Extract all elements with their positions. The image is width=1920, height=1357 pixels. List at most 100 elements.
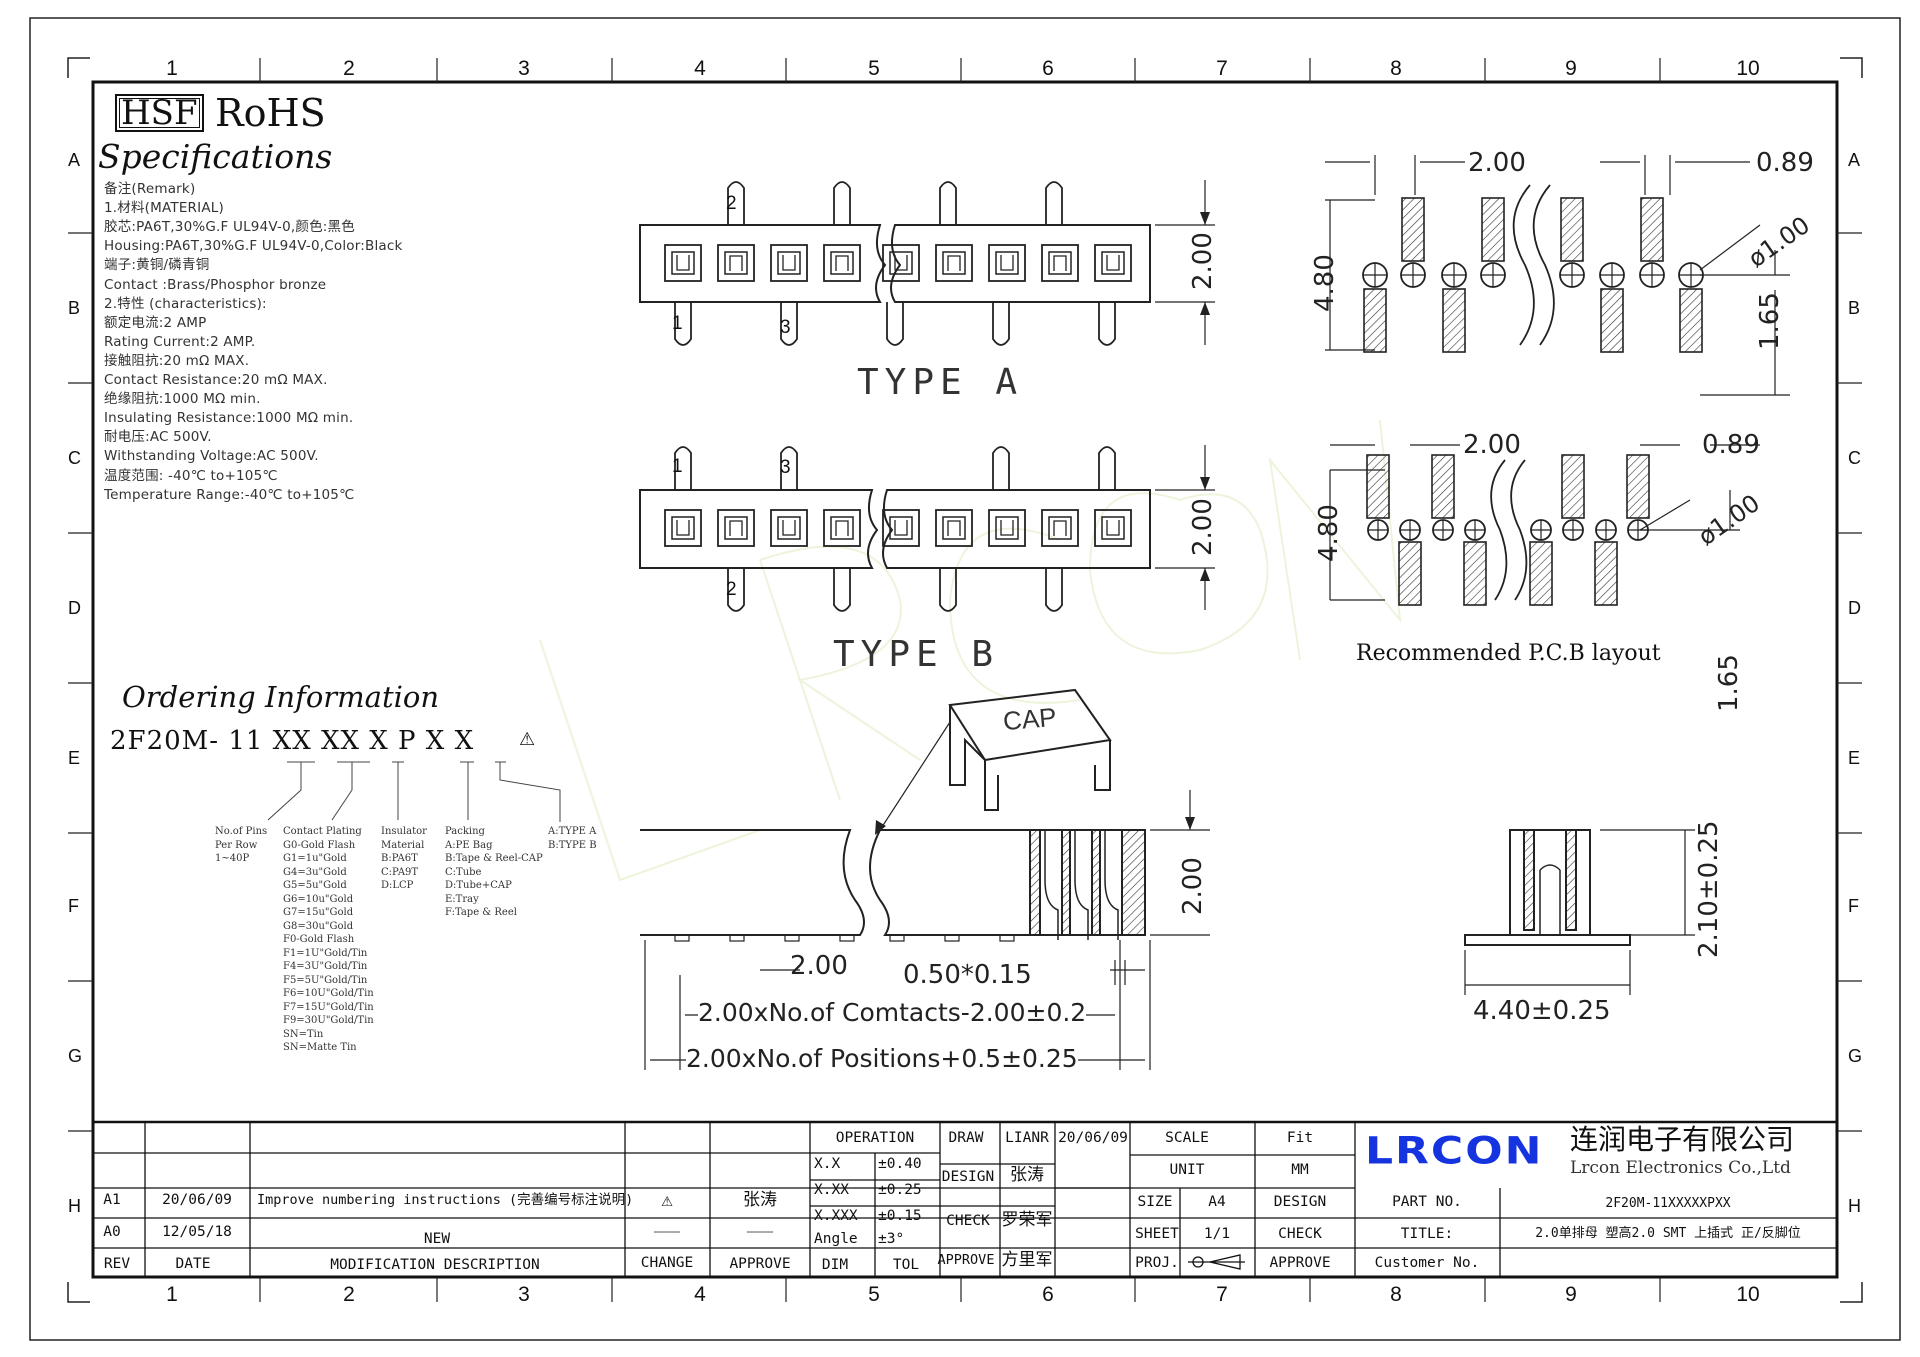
remark-line: Housing:PA6T,30%G.F UL94V-0,Color:Black [104, 238, 403, 255]
remark-line: Contact :Brass/Phosphor bronze [104, 276, 327, 293]
dim-pcb-a-480: 4.80 [1310, 254, 1340, 312]
column-number: 6 [1042, 1283, 1054, 1306]
column-number: 3 [518, 57, 530, 80]
remark-line: Temperature Range:-40℃ to+105℃ [104, 486, 355, 503]
column-number: 7 [1216, 57, 1228, 80]
column-number: 7 [1216, 1283, 1228, 1306]
company-name-en: Lrcon Electronics Co.,Ltd [1570, 1158, 1791, 1178]
remark-line: Rating Current:2 AMP. [104, 333, 256, 350]
tolerance-key: Angle [814, 1231, 858, 1247]
dim-pcb-a-165: 1.65 [1755, 292, 1785, 350]
dim-pcb-b-165: 1.65 [1714, 654, 1744, 712]
approve-name: 方里军 [1001, 1250, 1053, 1270]
column-number: 1 [166, 57, 178, 80]
row-letter: G [68, 1046, 83, 1066]
pin-number-b-1: 1 [672, 456, 683, 477]
row-letter: D [68, 598, 81, 618]
tolerance-key: X.X [814, 1156, 841, 1172]
type-b-label: TYPE B [833, 634, 1000, 675]
remark-line: 2.特性 (characteristics): [104, 295, 267, 312]
design-name: 张涛 [1010, 1165, 1044, 1185]
hdr-change: CHANGE [640, 1255, 694, 1271]
approve2-label: APPROVE [1269, 1255, 1331, 1271]
rev-a0-approve: ——— [746, 1224, 774, 1240]
dim-side-height: 2.00 [1178, 857, 1208, 915]
dim-contacts-length: 2.00xNo.of Comtacts-2.00±0.2 [698, 998, 1087, 1027]
proj-label: PROJ. [1135, 1255, 1179, 1271]
unit-value: MM [1291, 1162, 1309, 1178]
corner-mark-bl [67, 1282, 90, 1303]
column-number: 8 [1390, 57, 1402, 80]
rev-a0-change: ——— [653, 1224, 681, 1240]
column-number: 2 [343, 1283, 355, 1306]
corner-mark-tl [67, 57, 90, 78]
approve-label: APPROVE [937, 1252, 995, 1268]
dim-side-pitch: 2.00 [790, 951, 848, 981]
unit-label: UNIT [1169, 1162, 1205, 1178]
row-letter: F [68, 896, 79, 916]
column-number: 5 [868, 1283, 880, 1306]
remark-line: 额定电流:2 AMP [104, 314, 207, 331]
title-label: TITLE: [1400, 1226, 1454, 1242]
remark-line: 绝缘阻抗:1000 MΩ min. [104, 391, 261, 408]
row-letter: H [68, 1196, 81, 1216]
row-letter: A [1848, 150, 1861, 170]
rev-a1-rev: A1 [103, 1192, 121, 1208]
draw-name: LIANR [1005, 1130, 1049, 1146]
dim-end-width: 4.40±0.25 [1473, 996, 1611, 1026]
column-number: 2 [343, 57, 355, 80]
rev-a1-desc: Improve numbering instructions (完善编号标注说明… [257, 1192, 634, 1208]
tolerance-value: ±0.15 [878, 1208, 922, 1224]
rev-a1-change: ⚠ [661, 1189, 673, 1211]
title-block-grid [91, 1120, 1839, 1279]
pin-number-a-1: 1 [672, 313, 683, 334]
cap-drawing [875, 688, 1112, 835]
hdr-approve: APPROVE [729, 1256, 791, 1272]
pin-number-b-3: 3 [780, 457, 791, 478]
hdr-rev: REV [103, 1256, 131, 1272]
remark-line: 耐电压:AC 500V. [104, 429, 212, 446]
rev-a0-desc: NEW [423, 1231, 451, 1247]
tolerance-value: ±0.40 [878, 1156, 922, 1172]
design2-label: DESIGN [1273, 1194, 1327, 1210]
row-letter: G [1848, 1046, 1863, 1066]
tolerance-key: X.XXX [814, 1208, 858, 1224]
draw-date: 20/06/09 [1058, 1130, 1128, 1146]
remark-line: Contact Resistance:20 mΩ MAX. [104, 372, 328, 388]
ordering-title: Ordering Information [122, 680, 440, 714]
column-number: 5 [868, 57, 880, 80]
rohs-label: RoHS [215, 91, 326, 135]
pin-number-a-3: 3 [780, 317, 791, 338]
company-logo: LRCON [1365, 1129, 1544, 1173]
hsf-badge: HSF [115, 94, 204, 132]
dim-pcb-a-pitch: 2.00 [1468, 148, 1526, 178]
part-no-value: 2F20M-11XXXXXPXX [1605, 1196, 1731, 1211]
row-letter: E [68, 748, 81, 768]
remark-line: 接触阻抗:20 mΩ MAX. [104, 352, 250, 369]
remark-line: 温度范围: -40℃ to+105℃ [104, 467, 278, 484]
column-number: 4 [694, 1283, 706, 1306]
rev-a1-approve: 张涛 [743, 1190, 777, 1210]
sheet-label: SHEET [1135, 1226, 1179, 1242]
remark-line: Withstanding Voltage:AC 500V. [104, 448, 319, 465]
check-label: CHECK [946, 1213, 990, 1229]
border-ticks [68, 58, 1862, 1302]
row-letter: F [1848, 896, 1859, 916]
row-letter: B [68, 298, 81, 318]
end-view-drawing [1464, 829, 1695, 995]
column-number: 1 [166, 1283, 178, 1306]
type-a-label: TYPE A [857, 362, 1024, 403]
cap-label: CAP [1001, 701, 1058, 737]
remark-line: 备注(Remark) [104, 181, 196, 197]
dim-type-a-height: 2.00 [1188, 232, 1218, 290]
pin-number-a-2: 2 [726, 193, 737, 214]
title-value: 2.0单排母 塑高2.0 SMT 上插式 正/反脚位 [1535, 1226, 1801, 1241]
check-name: 罗荣军 [1001, 1210, 1053, 1230]
design-label: DESIGN [941, 1169, 995, 1185]
row-letter: H [1848, 1196, 1861, 1216]
column-number: 8 [1390, 1283, 1402, 1306]
dim-contact-width: 0.50*0.15 [903, 960, 1032, 990]
customer-no-label: Customer No. [1374, 1255, 1480, 1271]
scale-label: SCALE [1165, 1130, 1209, 1146]
